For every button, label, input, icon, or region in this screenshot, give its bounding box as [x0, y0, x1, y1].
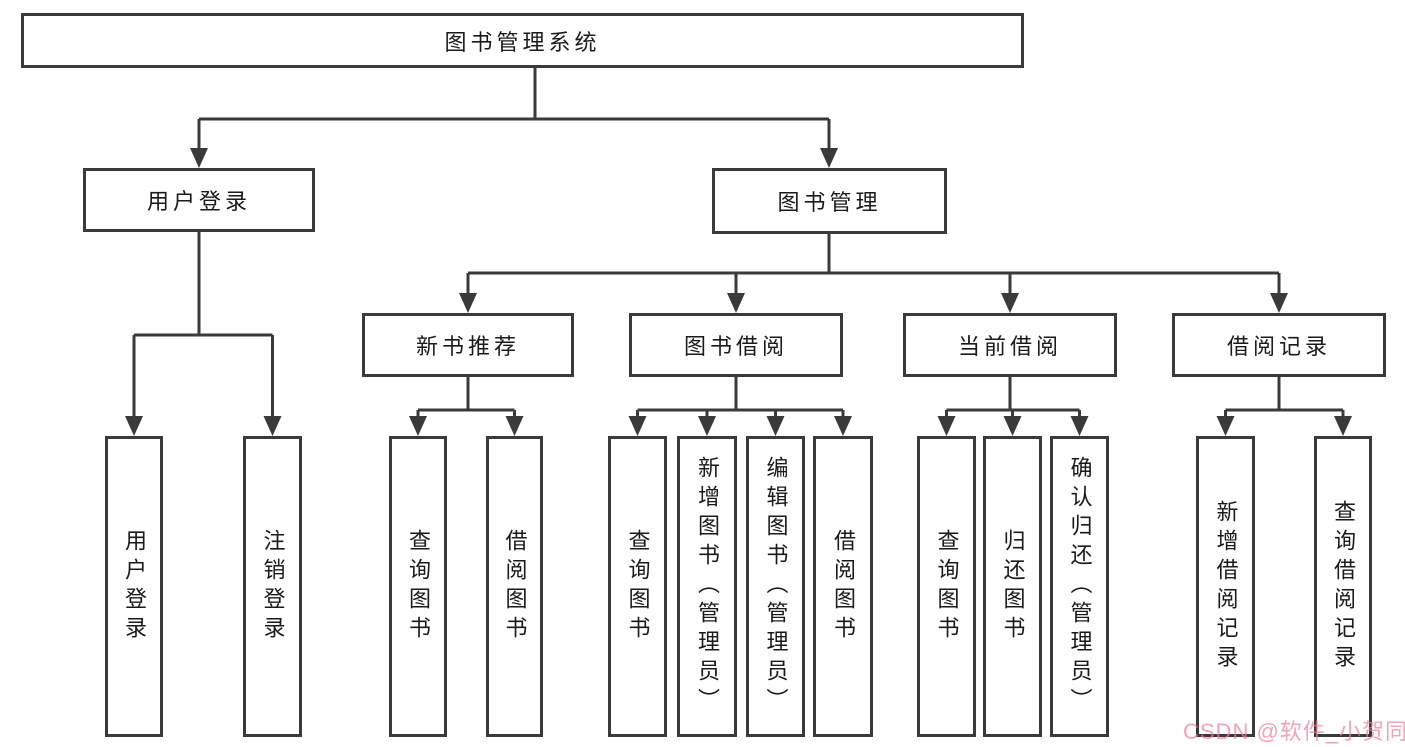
edge-borrowing-records-branch: [1224, 377, 1345, 420]
arrowhead: [505, 416, 524, 436]
node-label: 查询图书: [934, 528, 960, 645]
arrowhead: [1270, 293, 1288, 313]
arrowhead: [1003, 416, 1022, 436]
node-label: 注销登录: [260, 528, 286, 645]
arrowhead: [1334, 416, 1352, 436]
arrowhead: [409, 416, 427, 436]
leaf-records-add-record: 新增借阅记录: [1196, 436, 1255, 737]
leaf-logout: 注销登录: [243, 436, 302, 737]
arrowhead: [698, 416, 716, 436]
arrowhead: [628, 416, 647, 436]
arrowhead: [766, 416, 785, 436]
node-label: 查询图书: [406, 528, 431, 645]
arrowhead: [937, 416, 956, 436]
node-label: 当前借阅: [957, 334, 1062, 359]
node-label: 新增借阅记录: [1213, 499, 1239, 674]
node-label: 新书推荐: [415, 334, 520, 359]
arrowhead: [459, 293, 477, 313]
arrowhead: [1001, 293, 1019, 313]
leaf-borrowing-borrow-books: 借阅图书: [813, 436, 873, 737]
node-label: 借阅图书: [831, 528, 856, 645]
leaf-current-return-books: 归还图书: [983, 436, 1042, 737]
arrowhead: [263, 416, 282, 436]
node-label: 借阅记录: [1226, 334, 1331, 359]
node-borrowing-records: 借阅记录: [1172, 313, 1386, 377]
leaf-borrowing-edit-books-admin: 编辑图书（管理员）: [746, 436, 805, 737]
node-label: 归还图书: [1000, 528, 1026, 645]
arrowhead: [834, 416, 852, 436]
arrowhead: [1070, 416, 1089, 436]
node-label: 图书管理: [777, 190, 882, 215]
leaf-borrowing-query-books: 查询图书: [608, 436, 667, 737]
leaf-recommend-borrow-books: 借阅图书: [486, 436, 543, 737]
node-label: 新增图书（管理员）: [695, 456, 720, 717]
node-label: 确认归还（管理员）: [1067, 456, 1093, 717]
edge-new-book-recommend-branch: [416, 377, 516, 420]
edge-book-management-branch: [466, 234, 1281, 297]
node-label: 查询借阅记录: [1331, 499, 1356, 674]
node-label: 图书管理系统: [444, 29, 601, 55]
edge-user-login-branch: [132, 232, 274, 420]
node-book-borrowing: 图书借阅: [629, 313, 843, 377]
arrowhead: [190, 148, 208, 168]
leaf-current-query-books: 查询图书: [917, 436, 976, 737]
node-label: 用户登录: [146, 189, 251, 214]
edge-root-to-level2: [197, 68, 831, 152]
node-label: 图书借阅: [683, 334, 788, 359]
leaf-records-query-record: 查询借阅记录: [1314, 436, 1372, 737]
arrowhead: [820, 148, 838, 168]
node-library-management-system: 图书管理系统: [21, 13, 1024, 68]
node-label: 借阅图书: [502, 528, 528, 645]
node-user-login: 用户登录: [83, 168, 315, 232]
arrowhead: [727, 293, 745, 313]
leaf-recommend-query-books: 查询图书: [389, 436, 447, 737]
csdn-watermark: CSDN @软件_小贺同学: [1183, 719, 1405, 744]
edge-current-borrowing-branch: [945, 377, 1081, 420]
node-label: 查询图书: [625, 528, 651, 645]
node-label: 用户登录: [122, 528, 147, 645]
arrowhead: [1216, 416, 1235, 436]
node-new-book-recommend: 新书推荐: [362, 313, 574, 377]
node-label: 编辑图书（管理员）: [763, 456, 789, 717]
leaf-current-confirm-return-admin: 确认归还（管理员）: [1050, 436, 1109, 737]
node-current-borrowing: 当前借阅: [903, 313, 1117, 377]
node-book-management: 图书管理: [712, 168, 947, 234]
leaf-user-login: 用户登录: [105, 436, 163, 737]
arrowhead: [125, 416, 143, 436]
leaf-borrowing-add-books-admin: 新增图书（管理员）: [677, 436, 737, 737]
edge-book-borrowing-branch: [636, 377, 845, 420]
